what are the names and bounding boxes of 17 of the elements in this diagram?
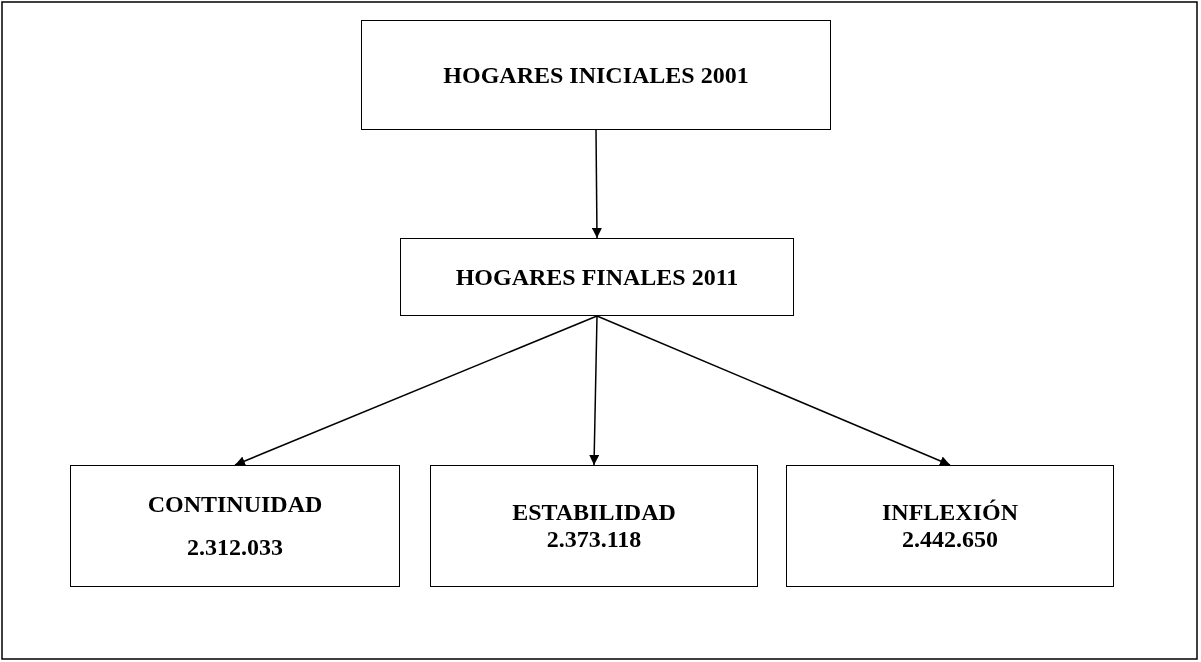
arrow <box>591 129 602 239</box>
box-title: INFLEXIÓN <box>882 499 1018 526</box>
box-title: CONTINUIDAD <box>147 491 323 518</box>
box-value: 2.373.118 <box>546 526 642 553</box>
box-title: ESTABILIDAD <box>512 499 676 526</box>
box-title: HOGARES INICIALES 2001 <box>443 61 749 89</box>
box-title: HOGARES FINALES 2011 <box>455 263 739 291</box>
box-value: 2.442.650 <box>902 526 998 553</box>
process-box <box>400 238 794 316</box>
arrow <box>589 315 600 466</box>
arrow <box>596 315 951 466</box>
process-box <box>786 465 1114 587</box>
process-box <box>70 465 400 587</box>
arrow <box>234 315 598 466</box>
process-box <box>430 465 758 587</box>
box-value: 2.312.033 <box>187 534 283 561</box>
process-box <box>361 20 831 130</box>
